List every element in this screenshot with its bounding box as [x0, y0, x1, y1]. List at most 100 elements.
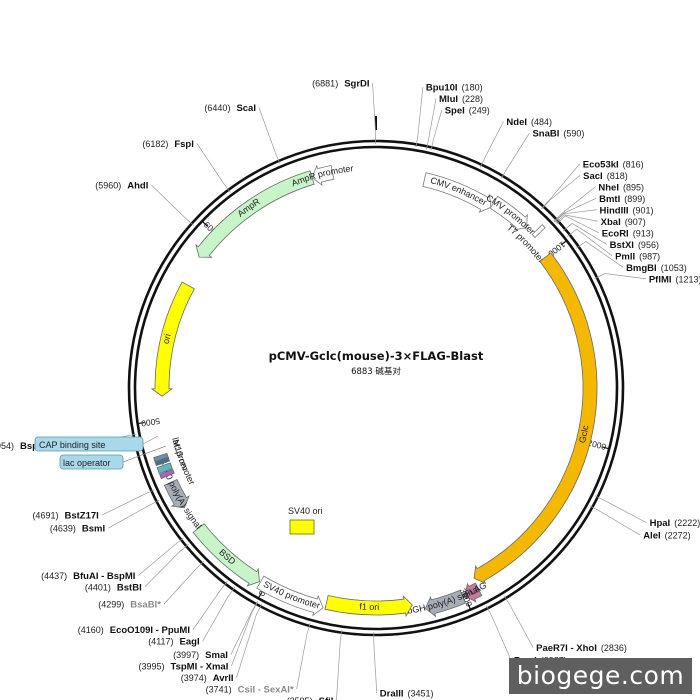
feature-ori — [150, 281, 195, 397]
site-leader-hindiii — [554, 209, 597, 223]
site-bfuai-bspmi: (4437)BfuAI - BspMI — [41, 537, 184, 582]
label-box-lac-leader — [122, 445, 167, 463]
site-label-mlui: MluI(228) — [439, 94, 483, 105]
site-ahdi: (5960)AhdI — [95, 181, 195, 226]
site-bstxi: BstXI(956) — [562, 223, 659, 251]
site-leader-bstbi — [144, 543, 189, 588]
feature-label-ori: ori — [161, 333, 173, 345]
site-leader-ecori — [556, 215, 599, 234]
site-sfii: (3595)SfiI — [287, 629, 343, 700]
site-snabi: SnaBI(590) — [500, 129, 584, 179]
site-ecoo109i-ppumi: (4160)EcoO109I - PpuMI — [78, 581, 228, 636]
watermark: biogege.com — [509, 658, 692, 694]
site-label-ecori: EcoRI(913) — [602, 228, 654, 239]
site-label-hpai: HpaI(2222) — [650, 518, 700, 529]
site-leader-bpu10i — [415, 87, 424, 148]
site-label-scai: (6440)ScaI — [204, 103, 256, 114]
site-label-bpu10i: Bpu10I(180) — [426, 83, 483, 94]
plasmid-size: 6883 碱基对 — [351, 366, 401, 377]
feature-lac-operator — [159, 468, 175, 480]
site-label-sfii: (3595)SfiI — [287, 696, 334, 700]
site-sgrdi: (6881)SgrDI — [312, 79, 376, 145]
feature-lac-promoter — [156, 462, 173, 475]
feature-sv40-polya — [163, 478, 190, 509]
site-leader-bstxi — [562, 223, 607, 245]
feature-gclc — [473, 252, 598, 585]
site-bstz17i: (4691)BstZ17I — [32, 489, 155, 522]
site-spei: SpeI(249) — [430, 106, 490, 151]
site-alei: AleI(2272) — [589, 505, 691, 542]
site-fspi: (6182)FspI — [142, 139, 231, 193]
site-label-alei: AleI(2272) — [643, 531, 690, 542]
site-bmti: BmtI(899) — [554, 194, 645, 222]
site-leader-eagi — [202, 586, 236, 642]
site-leader-pmli — [567, 228, 613, 257]
feature-3xflag — [464, 582, 483, 603]
site-draiii: DraIII(3451) — [373, 631, 434, 699]
site-label-bfuai-bspmi: (4437)BfuAI - BspMI — [41, 571, 135, 582]
site-bpu10i: Bpu10I(180) — [415, 83, 483, 148]
site-ndei: NdeI(484) — [480, 117, 552, 168]
site-label-paer7i-xhoi: PaeR7I - XhoI(2836) — [536, 643, 627, 654]
site-label-saci: SacI(818) — [583, 171, 628, 182]
site-leader-avrii — [236, 603, 263, 678]
site-mlui: MluI(228) — [426, 94, 483, 150]
feature-cmv-enhancer — [422, 172, 492, 213]
site-bsmi: (4639)BsmI — [50, 499, 160, 535]
site-label-sgrdi: (6881)SgrDI — [312, 79, 369, 90]
site-nhei: NheI(895) — [553, 182, 644, 222]
site-leader-bfuai-bspmi — [138, 537, 184, 576]
site-saci: SacI(818) — [541, 171, 628, 210]
tick-group: 100020003000400050006000 — [137, 219, 610, 610]
site-label-bsmi: (4639)BsmI — [50, 524, 105, 535]
site-leader-snabi — [500, 132, 530, 179]
site-leader-pflmi — [594, 273, 646, 280]
site-leader-eco53ki — [541, 163, 581, 209]
site-label-snabi: SnaBI(590) — [532, 129, 584, 140]
site-bmgbi: BmgBI(1053) — [575, 241, 687, 274]
feature-label-gclc: Gclc — [577, 424, 591, 444]
feature-sv40-promoter — [256, 575, 324, 617]
site-bsabi: (4299)BsaBI* — [98, 560, 205, 611]
tick-mark-5000 — [137, 421, 145, 425]
site-leader-pmei — [486, 605, 512, 661]
feature-bsd — [192, 523, 260, 587]
site-label-ecoo109i-ppumi: (4160)EcoO109I - PpuMI — [78, 625, 190, 636]
site-smai: (3997)SmaI — [173, 601, 258, 661]
tick-mark-1000 — [560, 240, 568, 246]
backbone-outer — [127, 139, 625, 637]
tick-label-2000: 2000 — [586, 438, 607, 453]
feature-sv40-ori — [289, 519, 315, 535]
site-label-avrii: (3974)AvrII — [181, 673, 234, 684]
site-leader-bsmi — [107, 499, 160, 529]
site-label-smai: (3997)SmaI — [173, 650, 228, 661]
tick-mark-2000 — [602, 446, 610, 450]
site-leader-ecoo109i-ppumi — [192, 581, 228, 630]
site-label-ndei: NdeI(484) — [506, 117, 552, 128]
site-leader-hpai — [594, 495, 647, 524]
site-leader-draiii — [373, 631, 378, 694]
site-scai: (6440)ScaI — [204, 103, 281, 164]
tick-mark-6000 — [201, 220, 208, 227]
site-tspmi-xmai: (3995)TspMI - XmaI — [138, 601, 259, 673]
feature-t7-promoter — [531, 224, 546, 238]
site-bstbi: (4401)BstBI — [85, 543, 189, 593]
site-label-fspi: (6182)FspI — [142, 139, 194, 150]
site-label-bstz17i: (4691)BstZ17I — [32, 511, 98, 522]
site-label-pmli: PmlI(987) — [615, 251, 660, 262]
site-eco53ki: Eco53kI(816) — [541, 159, 644, 209]
feature-bgh-polya — [424, 589, 466, 618]
feature-label-cmv-enhancer: CMV enhancer — [429, 176, 488, 208]
site-group: Bpu10I(180)MluI(228)SpeI(249) NdeI(484)Sn… — [0, 79, 700, 700]
site-label-tspmi-xmai: (3995)TspMI - XmaI — [138, 662, 228, 673]
feature-label-f1-ori: f1 ori — [359, 602, 379, 613]
site-leader-scai — [258, 107, 281, 164]
site-label-eagi: (4117)EagI — [148, 637, 199, 648]
site-label-ahdi: (5960)AhdI — [95, 181, 148, 192]
site-label-spei: SpeI(249) — [445, 106, 490, 117]
site-label-xbai: XbaI(907) — [601, 217, 646, 228]
site-leader-nhei — [553, 186, 596, 222]
label-box-lac-operator-text: lac operator — [63, 458, 111, 468]
